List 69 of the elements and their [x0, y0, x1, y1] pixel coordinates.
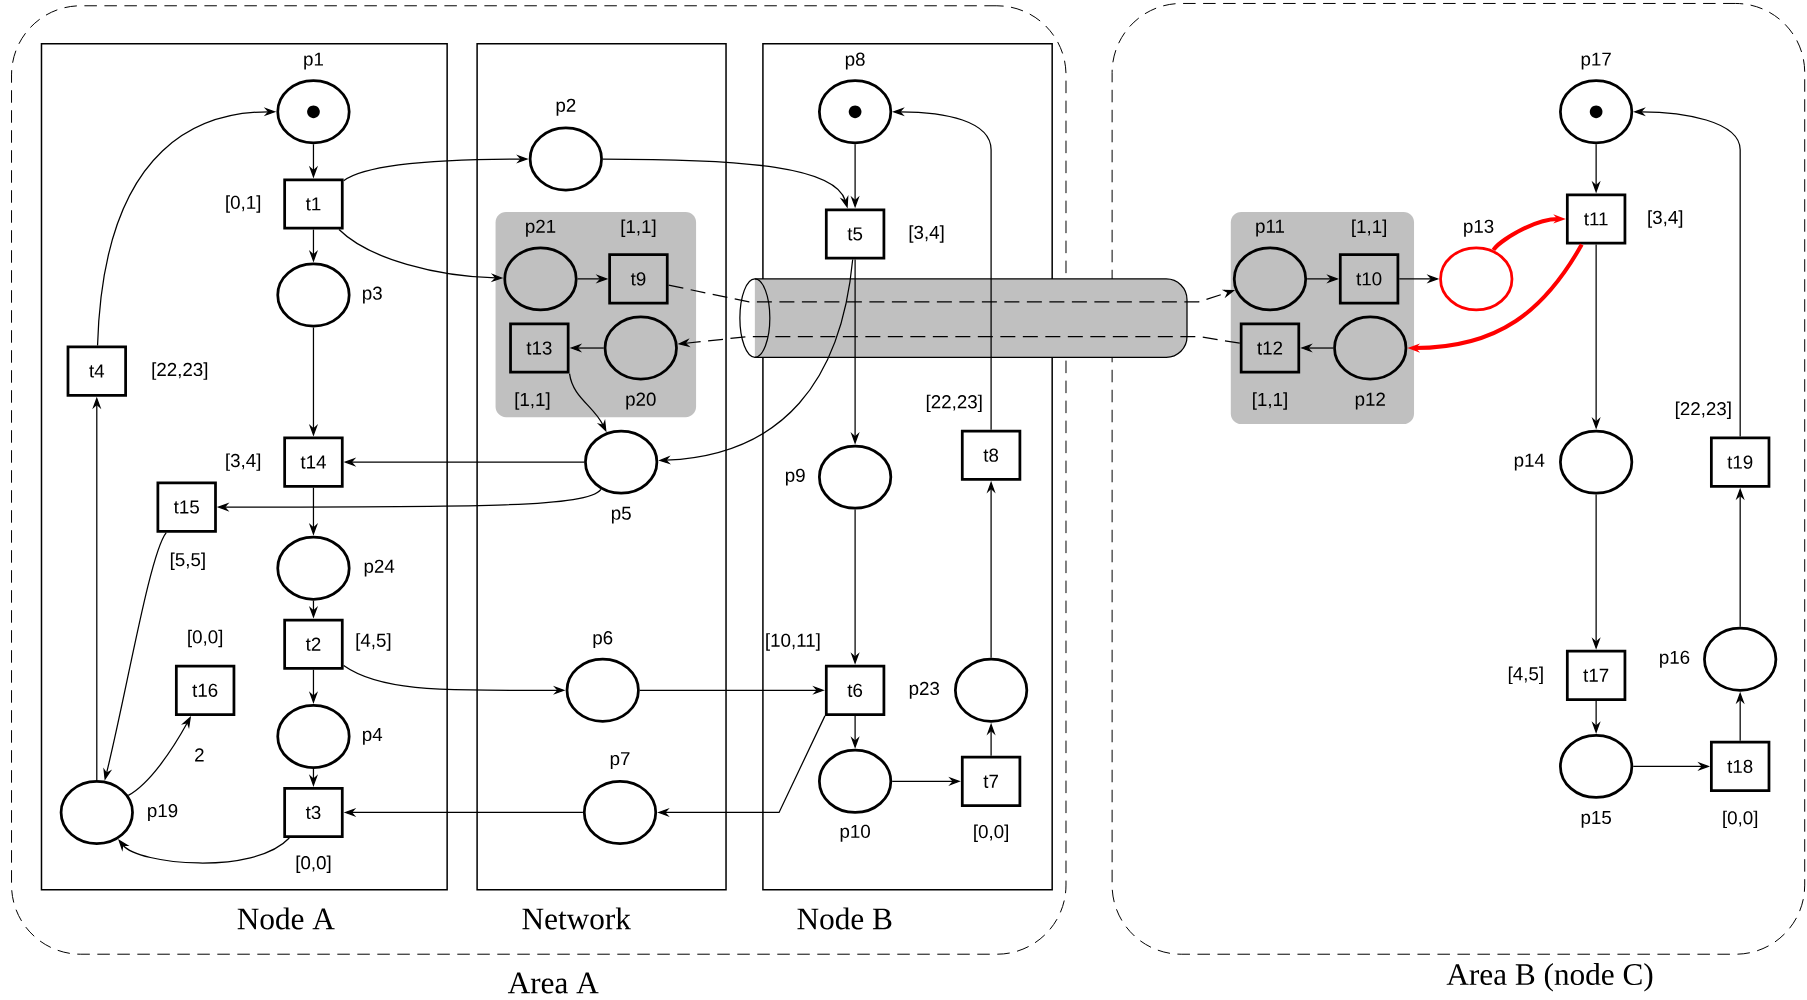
- place-label: p17: [1581, 52, 1611, 70]
- time-interval: [3,4]: [226, 453, 261, 471]
- time-interval: [10,11]: [766, 633, 820, 651]
- place-label: p12: [1355, 392, 1385, 410]
- place-label: p4: [363, 727, 383, 745]
- transition-box: t12: [1239, 322, 1301, 374]
- arc-arrow: [118, 837, 290, 864]
- transition-box: t1: [283, 178, 344, 230]
- place-label: p15: [1581, 810, 1611, 828]
- place-label: p8: [845, 52, 865, 70]
- time-interval: [5,5]: [170, 552, 205, 570]
- transition-box: t8: [960, 429, 1022, 481]
- time-interval: [0,0]: [188, 629, 223, 648]
- place-label: p13: [1464, 219, 1494, 237]
- place-label: p16: [1660, 650, 1690, 668]
- transition-box: t14: [283, 436, 344, 488]
- time-interval: [1,1]: [621, 219, 656, 237]
- edge-label: 2: [191, 745, 208, 764]
- place-label: p2: [556, 98, 576, 116]
- place-label: p1: [304, 52, 323, 70]
- place-label: p19: [148, 803, 178, 821]
- place-label: p11: [1256, 219, 1284, 237]
- transition-box: t7: [960, 755, 1022, 807]
- place-label: p21: [526, 219, 556, 237]
- transition-box: t17: [1565, 649, 1627, 701]
- time-interval: [22,23]: [1675, 401, 1731, 419]
- transition-box: t18: [1710, 740, 1771, 792]
- region-label: Node B: [797, 907, 892, 930]
- transition-box: t11: [1565, 193, 1627, 245]
- transition-box: t2: [283, 618, 344, 670]
- place-label: p5: [611, 506, 631, 524]
- time-interval: [22,23]: [152, 362, 208, 380]
- region-label: Area B (node C): [1446, 962, 1653, 992]
- region-label: Network: [522, 907, 631, 930]
- place-label: p3: [363, 286, 382, 304]
- time-interval: [3,4]: [1648, 210, 1683, 228]
- transition-box: t19: [1710, 436, 1771, 488]
- place-label: p7: [610, 752, 630, 769]
- transition-box: t10: [1338, 253, 1400, 305]
- time-interval: [3,4]: [909, 225, 944, 243]
- transition-box: t15: [156, 481, 217, 533]
- place-label: p14: [1514, 453, 1545, 471]
- time-interval: [0,0]: [296, 855, 331, 873]
- place-label: p6: [593, 630, 613, 648]
- time-interval: [0,0]: [974, 824, 1008, 842]
- place-label: p9: [785, 468, 805, 486]
- place-label: p23: [909, 681, 940, 699]
- place-label: p24: [364, 559, 395, 577]
- time-interval: [4,5]: [356, 633, 391, 651]
- place-label: p10: [840, 824, 870, 842]
- transition-box: t9: [608, 253, 669, 305]
- time-interval: [0,0]: [1723, 810, 1758, 828]
- transition-box: t16: [174, 664, 236, 716]
- transition-box: t6: [824, 664, 886, 716]
- time-interval: [1,1]: [1253, 392, 1287, 410]
- place-label: p20: [626, 392, 656, 410]
- region-label: Area A: [507, 972, 599, 994]
- time-interval: [4,5]: [1508, 666, 1543, 684]
- time-interval: [1,1]: [1352, 219, 1386, 237]
- shaded-group: [1230, 211, 1415, 424]
- transition-box: t4: [66, 345, 127, 397]
- shaded-group: [495, 211, 697, 417]
- transition-box: t3: [283, 786, 344, 838]
- time-interval: [0,1]: [226, 195, 261, 213]
- transition-box: t5: [824, 208, 886, 260]
- region-label: Node A: [237, 907, 335, 930]
- transition-box: t13: [509, 322, 570, 374]
- time-interval: [1,1]: [515, 392, 550, 410]
- time-interval: [22,23]: [926, 394, 982, 412]
